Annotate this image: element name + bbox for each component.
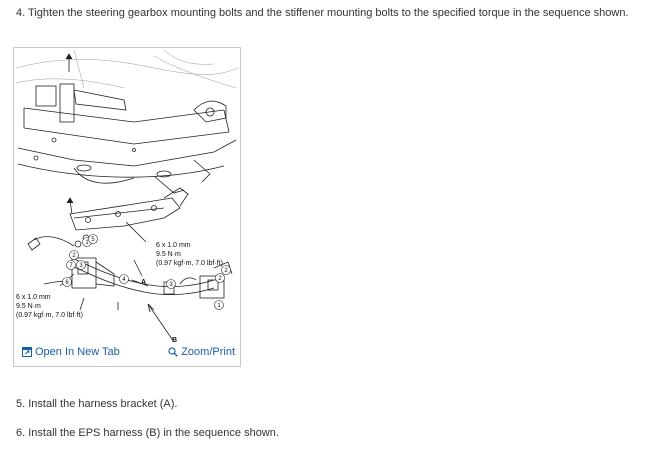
callout-right-line3: (0.97 kgf·m, 7.0 lbf·ft) — [156, 260, 223, 267]
seq-marker-6: 6 — [62, 277, 72, 287]
step-4-text: 4. Tighten the steering gearbox mounting… — [16, 7, 629, 19]
label-a: A — [141, 279, 146, 286]
step-6-text: 6. Install the EPS harness (B) in the se… — [16, 427, 279, 439]
seq-marker-2b: 2 — [221, 265, 231, 275]
figure-panel: 1 2 3 4 6 — [13, 47, 241, 367]
svg-text:6: 6 — [65, 280, 69, 286]
svg-text:3: 3 — [169, 282, 173, 288]
svg-text:4: 4 — [122, 277, 126, 283]
steering-gearbox-diagram: 1 2 3 4 6 — [15, 49, 239, 344]
svg-text:2: 2 — [72, 253, 76, 259]
label-b: B — [172, 337, 177, 344]
svg-text:1: 1 — [217, 303, 221, 309]
svg-text:2: 2 — [218, 276, 222, 282]
seq-marker-7b: 7 — [66, 260, 76, 270]
seq-marker-2: 2 — [69, 250, 79, 260]
seq-marker-3: 3 — [76, 260, 86, 270]
open-in-new-tab-icon — [22, 347, 32, 357]
svg-text:7: 7 — [69, 263, 73, 269]
callout-right-line1: 6 x 1.0 mm — [156, 242, 191, 249]
figure-links: Open In New Tab Zoom/Print — [14, 346, 240, 362]
seq-marker-2c: 2 — [215, 273, 225, 283]
svg-text:2: 2 — [224, 268, 228, 274]
callout-left-line3: (0.97 kgf·m, 7.0 lbf·ft) — [16, 312, 83, 319]
callout-right-line2: 9.5 N·m — [156, 251, 181, 258]
seq-marker-5c: 5 — [88, 234, 98, 244]
svg-text:5: 5 — [91, 237, 95, 243]
zoom-print-label: Zoom/Print — [181, 346, 235, 358]
seq-marker-4: 4 — [119, 274, 129, 284]
magnifier-icon — [168, 347, 178, 357]
callout-left-line2: 9.5 N·m — [16, 303, 41, 310]
seq-marker-1b: 1 — [214, 300, 224, 310]
callout-left-line1: 6 x 1.0 mm — [16, 294, 51, 301]
open-in-new-tab-label: Open In New Tab — [35, 346, 120, 358]
open-in-new-tab-link[interactable]: Open In New Tab — [22, 346, 120, 358]
svg-text:1: 1 — [85, 240, 89, 246]
step-5-text: 5. Install the harness bracket (A). — [16, 398, 178, 410]
zoom-print-link[interactable]: Zoom/Print — [168, 346, 235, 358]
seq-marker-3b: 3 — [166, 279, 176, 289]
svg-text:3: 3 — [79, 263, 83, 269]
